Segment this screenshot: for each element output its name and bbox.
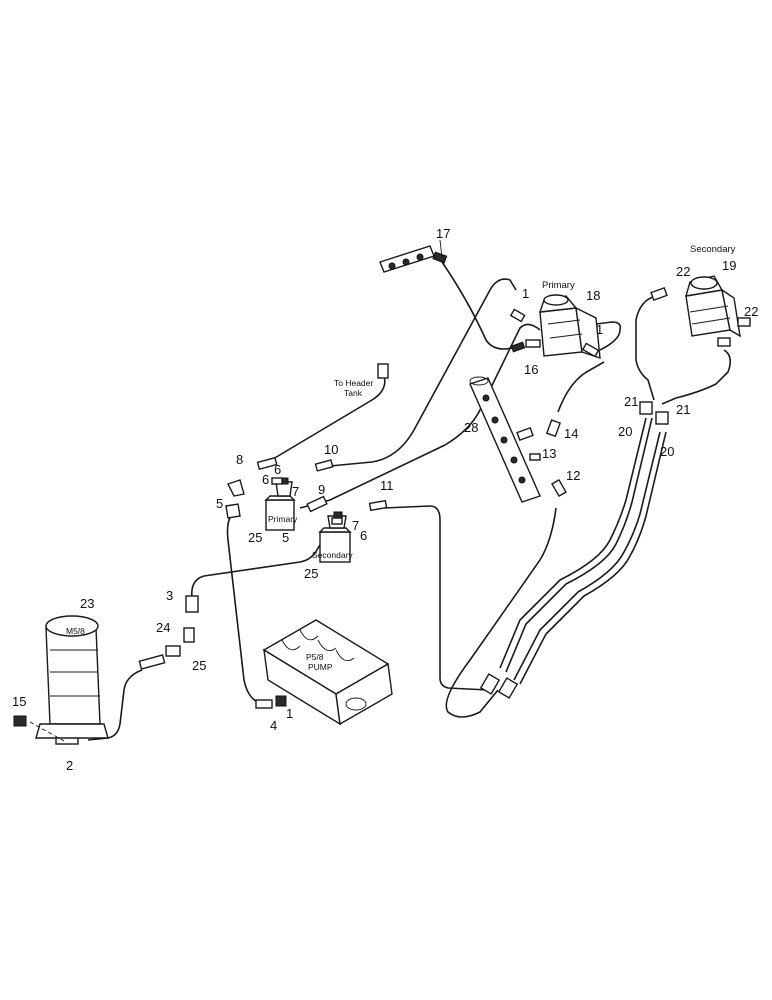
pump-p58: [262, 619, 393, 726]
callout-9: 9: [318, 482, 325, 497]
callout-19: 19: [722, 258, 736, 273]
callout-7b: 7: [352, 518, 359, 533]
callout-8: 8: [236, 452, 243, 467]
callout-17: 17: [436, 226, 450, 241]
callout-22a: 22: [676, 264, 690, 279]
callout-20a: 20: [618, 424, 632, 439]
line-23-24: [87, 669, 143, 741]
callout-11: 11: [380, 478, 394, 493]
callout-18: 18: [586, 288, 600, 303]
callout-26a: 25: [248, 530, 262, 545]
primary-pump-18: [509, 294, 601, 360]
label-pump-1: P5/8: [306, 652, 324, 662]
callout-6c: 6: [360, 528, 367, 543]
text-labels: Secondary Primary To Header Tank Primary…: [66, 244, 736, 672]
callout-26b: 25: [304, 566, 318, 581]
line-10-primary: [329, 278, 517, 467]
callout-13: 13: [542, 446, 556, 461]
fittings: [13, 341, 669, 745]
callout-25: 25: [192, 658, 206, 673]
line-20b: [513, 431, 661, 681]
line-14: [557, 361, 605, 413]
callout-10: 10: [324, 442, 338, 457]
callout-6a: 6: [274, 462, 281, 477]
callout-5a: 5: [216, 496, 223, 511]
callout-22b: 22: [744, 304, 758, 319]
line-20a-b: [505, 417, 653, 673]
callout-1b: 1: [596, 322, 603, 337]
label-secondary-top: Secondary: [690, 244, 736, 255]
callout-15: 15: [12, 694, 26, 709]
primary-filter-26: [264, 477, 296, 531]
label-secondary-filter: Secondary: [312, 550, 353, 560]
line-20b-b: [519, 431, 667, 685]
label-to-header: To Header: [334, 378, 373, 388]
callout-16: 16: [524, 362, 538, 377]
line-5-4: [226, 513, 263, 705]
callout-20b: 20: [660, 444, 674, 459]
callout-numbers: 17 19 22 22 18 1 1 16 21 21 20 20 28 14 …: [12, 226, 758, 773]
hydraulic-lines: [87, 261, 732, 741]
callout-1a: 1: [522, 286, 529, 301]
line-20a: [499, 417, 647, 669]
fitting-bar-17: [379, 245, 448, 273]
line-17-16: [441, 261, 523, 350]
label-pump-2: PUMP: [308, 662, 333, 672]
line-19-right: [661, 349, 732, 405]
callout-28: 28: [464, 420, 478, 435]
label-tank: Tank: [344, 388, 363, 398]
line-3: [190, 529, 331, 608]
callout-21a: 21: [624, 394, 638, 409]
callout-14: 14: [564, 426, 578, 441]
line-19-left: [635, 295, 657, 401]
callout-1c: 1: [286, 706, 293, 721]
line-9: [299, 323, 541, 509]
callout-6b: 6: [262, 472, 269, 487]
callout-24: 24: [156, 620, 170, 635]
label-primary-filter: Primary: [268, 514, 298, 524]
line-11-bottom: [383, 505, 489, 691]
label-motor: M5/8: [66, 626, 85, 636]
line-primary-right: [595, 321, 622, 351]
callout-7a: 7: [292, 484, 299, 499]
callout-21b: 21: [676, 402, 690, 417]
callout-12: 12: [566, 468, 580, 483]
motor-23: [29, 615, 109, 743]
callout-5b: 5: [282, 530, 289, 545]
callout-3: 3: [166, 588, 173, 603]
line-12: [445, 507, 557, 718]
callout-23: 23: [80, 596, 94, 611]
manifold-28: [469, 376, 541, 503]
callout-4: 4: [270, 718, 277, 733]
callout-2: 2: [66, 758, 73, 773]
label-primary-top: Primary: [542, 280, 575, 291]
secondary-pump-19: [650, 275, 751, 347]
